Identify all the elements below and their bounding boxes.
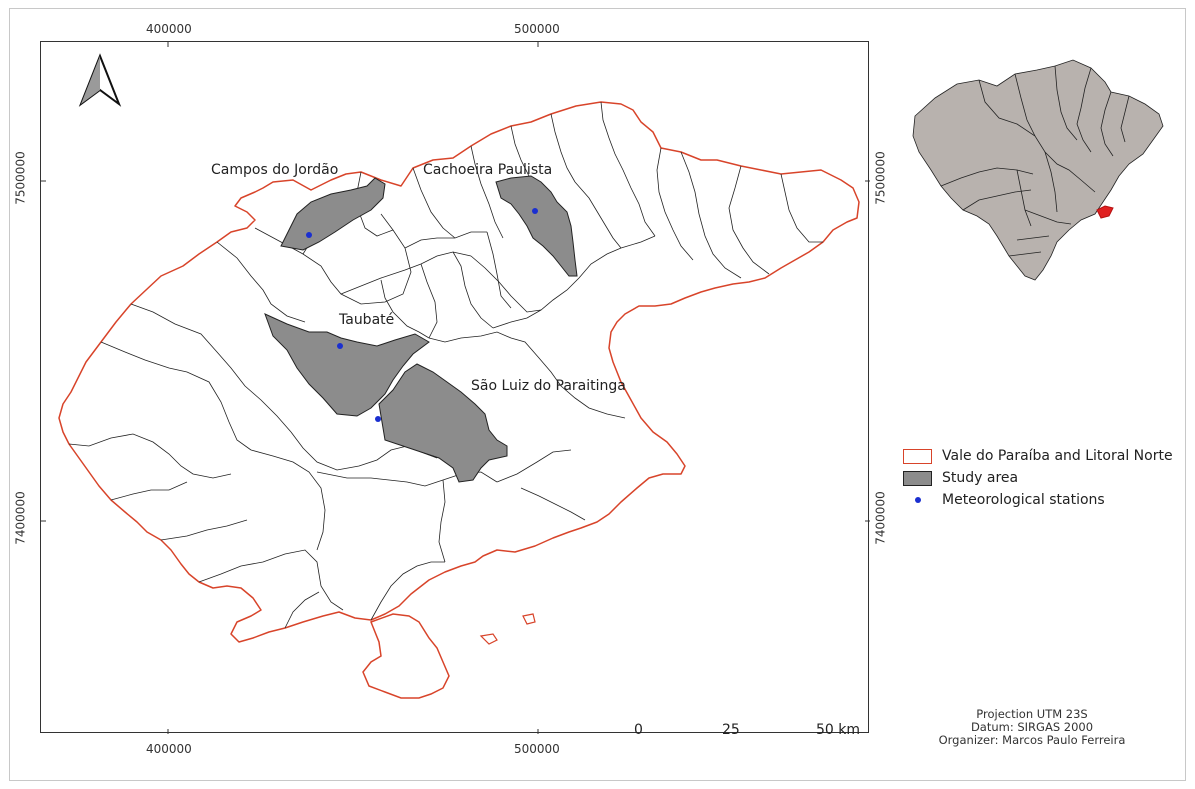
main-map: Campos do Jordão Cachoeira Paulista Taub… xyxy=(40,41,870,754)
scale-label-50km: 50 km xyxy=(816,722,860,734)
legend-item-region: Vale do Paraíba and Litoral Norte xyxy=(903,446,1173,466)
station-campos xyxy=(306,232,312,238)
islet-outline-2 xyxy=(522,613,536,625)
map-credits: Projection UTM 23S Datum: SIRGAS 2000 Or… xyxy=(937,708,1127,747)
north-arrow-icon xyxy=(78,53,122,107)
station-points xyxy=(306,208,538,422)
label-campos-do-jordao: Campos do Jordão xyxy=(211,162,338,178)
brazil-states xyxy=(912,59,1164,281)
legend: Vale do Paraíba and Litoral Norte Study … xyxy=(903,446,1173,512)
credit-projection: Projection UTM 23S xyxy=(976,707,1088,721)
study-area-sao-luiz xyxy=(378,363,508,483)
label-taubate: Taubaté xyxy=(338,312,394,328)
legend-item-stations: Meteorological stations xyxy=(903,490,1173,510)
municipal-boundaries xyxy=(68,101,823,629)
map-frame xyxy=(9,8,1186,781)
grid-label-left-7500000: 7500000 xyxy=(13,151,28,205)
study-areas xyxy=(264,175,578,483)
inset-region-highlight xyxy=(1096,205,1114,219)
legend-swatch-region xyxy=(903,448,932,464)
credit-organizer: Organizer: Marcos Paulo Ferreira xyxy=(938,733,1126,747)
legend-item-study: Study area xyxy=(903,468,1173,488)
grid-label-top-500000: 500000 xyxy=(514,22,560,36)
place-labels: Campos do Jordão Cachoeira Paulista Taub… xyxy=(211,162,626,394)
legend-swatch-stations xyxy=(903,493,932,508)
islet-outline xyxy=(479,633,498,645)
scale-bar: 0 25 50 km xyxy=(634,722,860,754)
scale-label-25: 25 xyxy=(722,722,740,734)
station-cachoeira xyxy=(532,208,538,214)
study-area-cachoeira xyxy=(495,175,578,277)
main-map-svg: Campos do Jordão Cachoeira Paulista Taub… xyxy=(41,42,870,754)
grid-label-bottom-400000: 400000 xyxy=(146,742,192,756)
legend-swatch-study xyxy=(903,470,932,486)
scale-label-0: 0 xyxy=(634,722,643,734)
grid-ticks xyxy=(41,42,870,734)
island-outline xyxy=(362,613,450,699)
study-area-campos xyxy=(280,177,386,251)
grid-label-left-7400000: 7400000 xyxy=(13,491,28,545)
station-taubate xyxy=(337,343,343,349)
legend-label-region: Vale do Paraíba and Litoral Norte xyxy=(942,448,1173,464)
label-cachoeira-paulista: Cachoeira Paulista xyxy=(423,162,552,178)
label-sao-luiz-do-paraitinga: São Luiz do Paraitinga xyxy=(471,378,626,394)
legend-label-study: Study area xyxy=(942,470,1019,486)
study-area-taubate xyxy=(264,313,430,417)
station-sao-luiz xyxy=(375,416,381,422)
credit-datum: Datum: SIRGAS 2000 xyxy=(970,720,1094,734)
grid-label-top-400000: 400000 xyxy=(146,22,192,36)
grid-label-bottom-500000: 500000 xyxy=(514,742,560,756)
inset-brazil-map xyxy=(912,59,1164,281)
grid-label-right-7400000: 7400000 xyxy=(873,491,888,545)
legend-label-stations: Meteorological stations xyxy=(942,492,1105,508)
region-outline xyxy=(58,101,860,643)
grid-label-right-7500000: 7500000 xyxy=(873,151,888,205)
